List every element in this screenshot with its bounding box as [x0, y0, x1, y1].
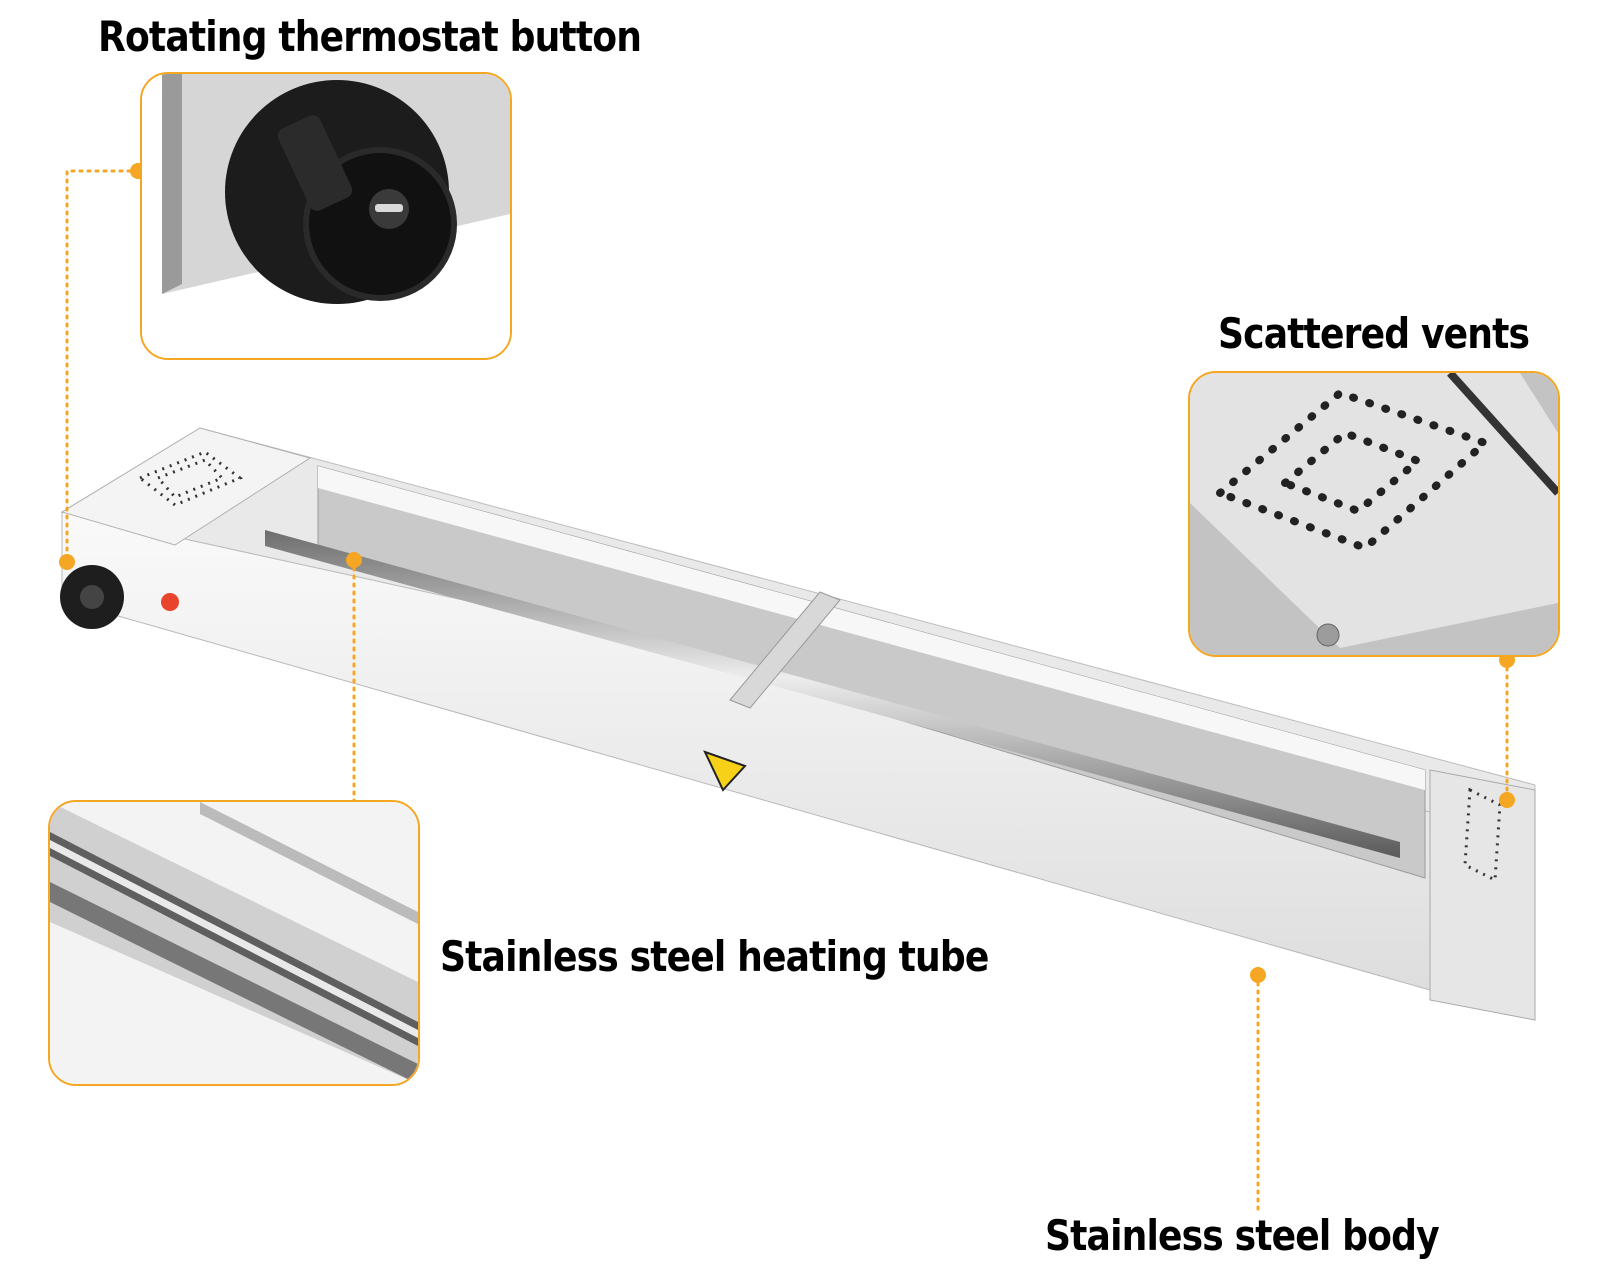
- right-vent-pattern: [1463, 787, 1502, 883]
- vent-holes-inner: [1277, 428, 1426, 516]
- thermostat-label: Rotating thermostat button: [98, 12, 642, 61]
- middle-bracket: [729, 591, 841, 709]
- thermostat-detail-panel: [140, 72, 512, 360]
- thermostat-callout-line: [65, 169, 140, 564]
- indicator-light: [161, 593, 179, 611]
- vents-detail-panel: [1188, 371, 1560, 657]
- screw-icon: [1316, 623, 1340, 647]
- heating-tube-detail-panel: [48, 800, 420, 1086]
- left-end-cap: [60, 427, 312, 546]
- heating-tube-label: Stainless steel heating tube: [440, 932, 989, 981]
- left-vent-pattern: [137, 450, 244, 507]
- vents-closeup: [1190, 373, 1558, 655]
- vent-holes-outer: [1212, 388, 1493, 553]
- thermostat-closeup: [142, 74, 510, 358]
- right-end-cap: [1429, 769, 1536, 1021]
- body-label: Stainless steel body: [1045, 1211, 1440, 1260]
- thermometer-icon: [375, 204, 403, 212]
- vents-label: Scattered vents: [1218, 309, 1530, 358]
- warning-icon: [703, 750, 747, 792]
- thermostat-knob: [60, 565, 124, 629]
- heating-tube-closeup: [50, 802, 418, 1084]
